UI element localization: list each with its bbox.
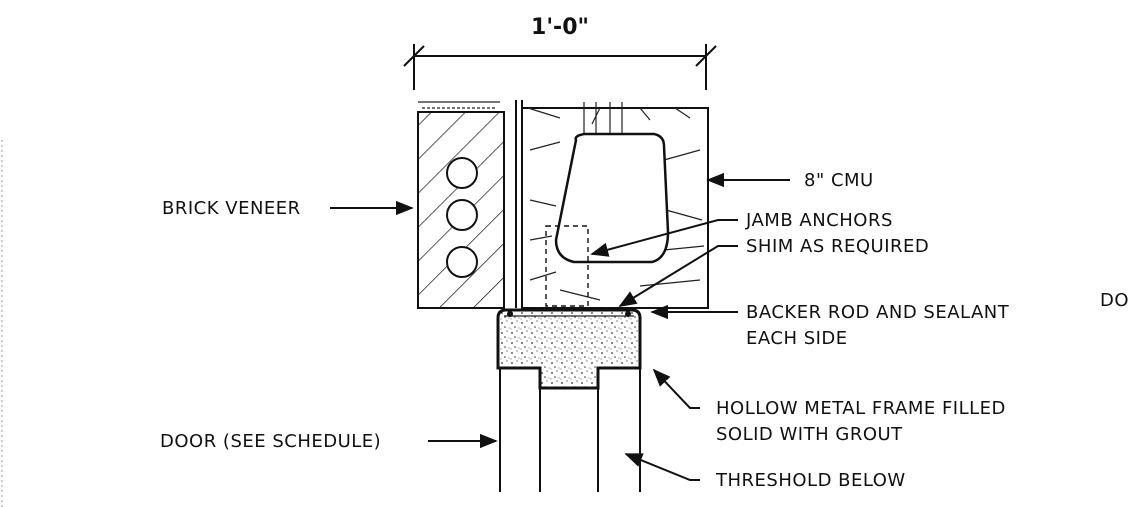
brick-veneer — [417, 101, 505, 309]
label-frame-2: SOLID WITH GROUT — [716, 424, 903, 445]
jamb-anchors-leader — [590, 219, 738, 257]
label-cmu: 8" CMU — [804, 170, 874, 191]
label-frame-1: HOLLOW METAL FRAME FILLED — [716, 398, 1006, 419]
label-threshold: THRESHOLD BELOW — [715, 470, 906, 491]
threshold-leader — [624, 453, 700, 481]
label-jamb-anchors: JAMB ANCHORS — [745, 210, 893, 231]
label-brick-veneer: BRICK VENEER — [162, 198, 301, 219]
label-backer-rod-1: BACKER ROD AND SEALANT — [746, 302, 1010, 323]
dimension-line — [403, 44, 717, 90]
door-leaf — [499, 368, 641, 492]
label-edge-text: DO — [1100, 290, 1129, 311]
label-door: DOOR (SEE SCHEDULE) — [160, 431, 381, 452]
label-backer-rod-2: EACH SIDE — [746, 328, 848, 349]
label-shim: SHIM AS REQUIRED — [746, 236, 929, 257]
shim-leader — [618, 245, 738, 307]
dimension-label: 1'-0" — [531, 15, 589, 40]
frame-leader — [652, 368, 700, 409]
cmu-block — [521, 102, 709, 309]
hollow-metal-frame — [496, 308, 642, 390]
